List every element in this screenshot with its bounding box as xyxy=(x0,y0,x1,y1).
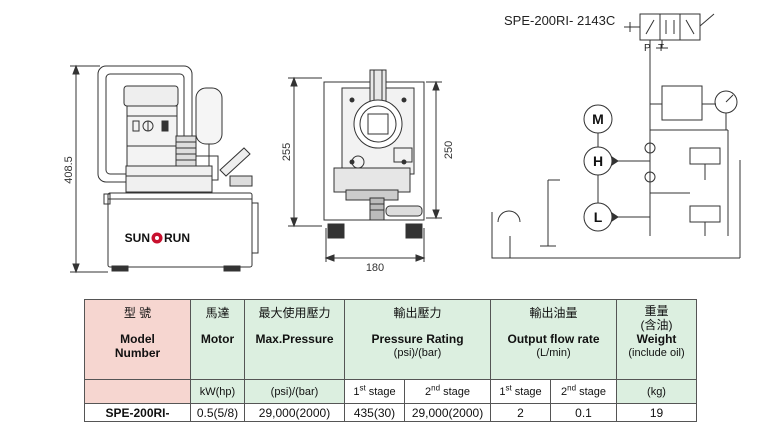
model-code-label: SPE-200RI- 2143C xyxy=(504,13,615,28)
row-flow-stage2: 0.1 xyxy=(550,403,618,422)
weight-header: 重量 (含油) Weight (include oil) xyxy=(616,299,698,380)
max-pressure-header: 最大使用壓力 Max.Pressure xyxy=(244,299,345,380)
dimension-250-label: 250 xyxy=(443,141,455,159)
weight-unit: (kg) xyxy=(616,379,698,404)
specification-table: 型 號 Model Number 馬達 Motor 最大使用壓力 Max.Pre… xyxy=(84,299,698,422)
flow-stage2-header: 2nd stage xyxy=(550,379,618,404)
motor-unit: kW(hp) xyxy=(190,379,245,404)
pressure-stage2-header: 2nd stage xyxy=(403,379,492,404)
port-p-label: P xyxy=(644,43,651,54)
pressure-stage1-header: 1st stage xyxy=(344,379,405,404)
pump-low-letter: L xyxy=(594,209,603,225)
pump-high-letter: H xyxy=(593,153,603,169)
model-header: 型 號 Model Number xyxy=(84,299,191,380)
model-unit-cell xyxy=(84,379,191,404)
flow-rate-header: 輸出油量 Output flow rate (L/min) xyxy=(490,299,618,380)
row-model: SPE-200RI- xyxy=(84,403,191,422)
front-view xyxy=(70,64,259,274)
port-t-label: T xyxy=(658,43,664,54)
hydraulic-schematic xyxy=(491,13,741,259)
row-flow-stage1: 2 xyxy=(490,403,552,422)
row-pr-stage1: 435(30) xyxy=(344,403,405,422)
svg-text:RUN: RUN xyxy=(164,231,190,245)
side-view xyxy=(288,69,442,262)
technical-drawing: 408.5 255 250 180 SPE-200RI- 2143C P T M… xyxy=(63,13,741,274)
brand-logo: SUN RUN xyxy=(125,231,190,245)
row-max-pressure: 29,000(2000) xyxy=(244,403,345,422)
row-pr-stage2: 29,000(2000) xyxy=(403,403,492,422)
svg-text:SUN: SUN xyxy=(125,231,150,245)
height-dimension-label: 408.5 xyxy=(63,156,75,184)
motor-header: 馬達 Motor xyxy=(190,299,245,380)
pressure-rating-header: 輸出壓力 Pressure Rating (psi)/(bar) xyxy=(343,299,492,380)
table-row: SPE-200RI- 0.5(5/8) 29,000(2000) 435(30)… xyxy=(84,403,698,422)
flow-stage1-header: 1st stage xyxy=(490,379,552,404)
dimension-255-label: 255 xyxy=(281,143,293,161)
motor-letter: M xyxy=(592,111,604,127)
row-weight: 19 xyxy=(616,403,698,422)
row-motor: 0.5(5/8) xyxy=(190,403,245,422)
max-pressure-unit: (psi)/(bar) xyxy=(244,379,345,404)
dimension-180-label: 180 xyxy=(366,262,384,274)
